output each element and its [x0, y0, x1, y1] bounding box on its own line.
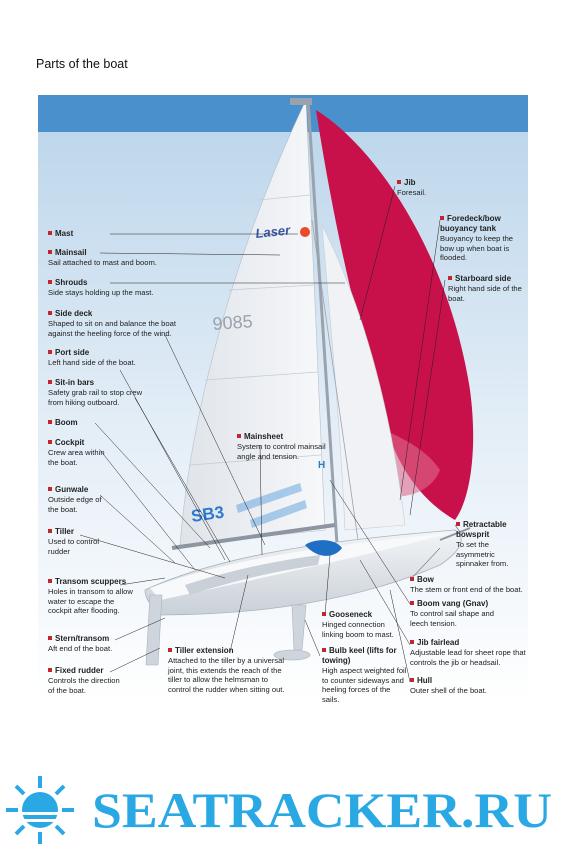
label-bulb-keel: Bulb keel (lifts for towing) High aspect… [322, 646, 407, 704]
label-sit-in-bars: Sit-in bars Safety grab rail to stop cre… [48, 378, 143, 407]
label-tiller-extension: Tiller extension Attached to the tiller … [168, 646, 288, 694]
label-bowsprit: Retractable bowsprit To set the asymmetr… [456, 520, 521, 569]
label-foredeck: Foredeck/bow buoyancy tank Buoyancy to k… [440, 214, 520, 263]
label-gunwale: Gunwale Outside edge of the boat. [48, 485, 108, 514]
label-cockpit: Cockpit Crew area within the boat. [48, 438, 108, 467]
page-title: Parts of the boat [36, 57, 128, 71]
label-transom-scuppers: Transom scuppers Holes in transom to all… [48, 577, 133, 616]
label-mainsail: Mainsail Sail attached to mast and boom. [48, 248, 198, 268]
mast-head [290, 98, 312, 105]
cockpit-well [185, 555, 320, 595]
sail-mark: H [318, 460, 325, 471]
footer-logo-text: SEATRACKER.RU [92, 782, 552, 838]
label-bow: Bow The stem or front end of the boat. [410, 575, 530, 595]
label-jib-fairlead: Jib fairlead Adjustable lead for sheet r… [410, 638, 528, 667]
label-gooseneck: Gooseneck Hinged connection linking boom… [322, 610, 402, 639]
label-boom: Boom [48, 418, 128, 428]
laser-star-icon [300, 227, 310, 237]
keel-shape [291, 604, 307, 651]
label-hull: Hull Outer shell of the boat. [410, 676, 520, 696]
sky-band [38, 95, 528, 132]
mast-spar [306, 99, 340, 561]
label-starboard-side: Starboard side Right hand side of the bo… [448, 274, 522, 303]
rudder-shape [145, 594, 163, 666]
label-shrouds: Shrouds Side stays holding up the mast. [48, 278, 198, 298]
sail-battens [189, 194, 322, 466]
label-fixed-rudder: Fixed rudder Controls the direction of t… [48, 666, 128, 695]
sail-stripes [236, 483, 307, 528]
label-jib: Jib Foresail. [397, 178, 467, 198]
footer-logo: SEATRACKER.RU [6, 776, 552, 844]
bow-cover [305, 540, 342, 556]
label-boom-vang: Boom vang (Gnav) To control sail shape a… [410, 599, 510, 628]
label-mainsheet: Mainsheet System to control mainsail ang… [237, 432, 332, 461]
boom-spar [171, 523, 336, 550]
label-side-deck: Side deck Shaped to sit on and balance t… [48, 309, 193, 338]
sail-number: 9085 [212, 311, 253, 334]
label-tiller: Tiller Used to control rudder [48, 527, 108, 556]
label-stern-transom: Stern/transom Aft end of the boat. [48, 634, 128, 654]
label-port-side: Port side Left hand side of the boat. [48, 348, 178, 368]
sun-icon [6, 776, 74, 844]
leader-lines [79, 185, 461, 683]
brand-text: Laser [255, 222, 292, 241]
jib-sail [321, 224, 406, 531]
spinnaker-sail [316, 110, 474, 520]
shrouds-lines [311, 219, 359, 541]
label-mast: Mast [48, 229, 198, 239]
